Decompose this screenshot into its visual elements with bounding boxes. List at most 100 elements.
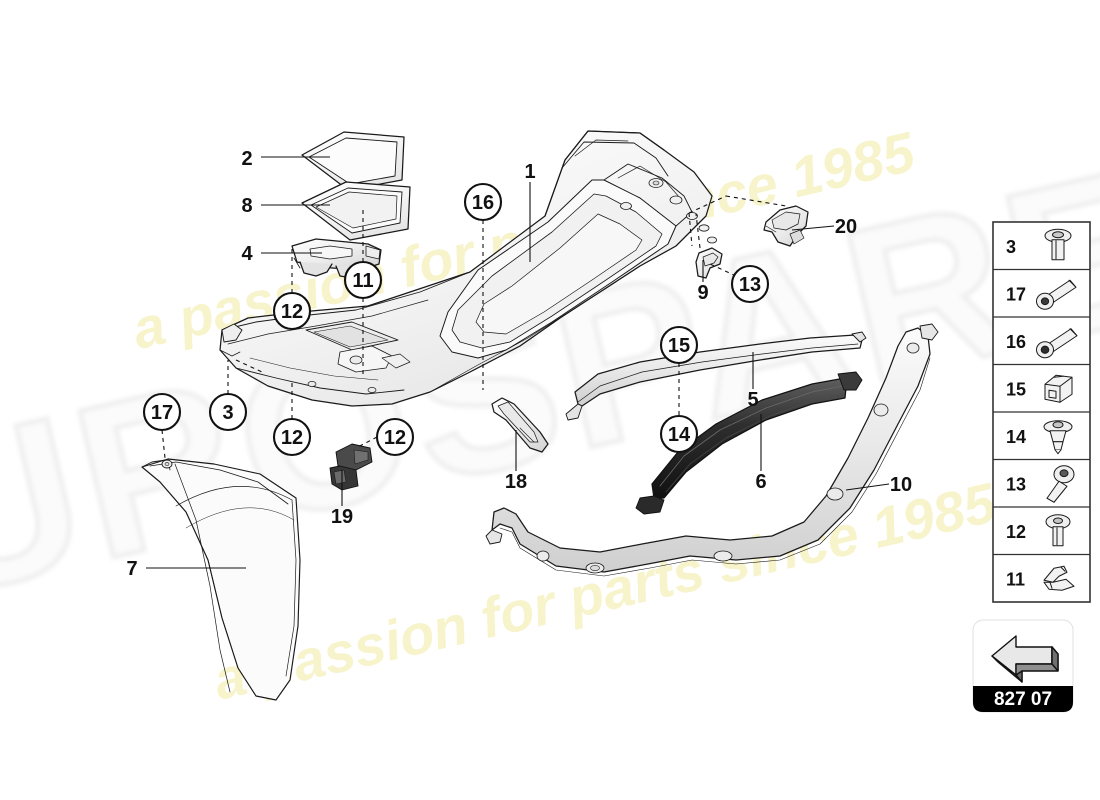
callout-circle — [272, 417, 312, 457]
legend-row-number: 14 — [1006, 427, 1026, 447]
part-8-seal-panel — [301, 181, 411, 241]
leader-12c — [355, 436, 378, 449]
leader-dash-c — [688, 212, 693, 247]
callout-number: 18 — [505, 471, 527, 493]
callout-4[interactable]: 4 — [241, 243, 253, 265]
callout-11[interactable]: 11 — [343, 260, 383, 300]
callout-circle — [272, 291, 312, 331]
legend-row-number: 17 — [1006, 284, 1026, 304]
callout-number: 5 — [747, 389, 758, 411]
callout-3[interactable]: 3 — [208, 392, 248, 432]
callout-number: 8 — [241, 195, 252, 217]
part-5-upper-rail — [565, 331, 867, 421]
callout-6[interactable]: 6 — [755, 471, 766, 493]
leader-dash-a — [688, 195, 727, 214]
callout-circle — [463, 182, 503, 222]
flat-head-bolt-icon — [1044, 228, 1072, 261]
callout-number: 2 — [241, 148, 252, 170]
legend-row[interactable]: 12 — [993, 506, 1090, 547]
callout-number: 1 — [524, 161, 535, 183]
button-head-bolt-icon — [1045, 514, 1071, 547]
legend-row-number: 16 — [1006, 332, 1026, 352]
legend-row[interactable]: 13 — [993, 458, 1090, 503]
angled-screw-icon — [1046, 465, 1075, 503]
callout-number: 10 — [890, 474, 912, 496]
badge-code-bar — [973, 686, 1073, 712]
legend-row-number: 11 — [1006, 569, 1025, 589]
part-1-roof-frame — [219, 130, 718, 407]
callout-12[interactable]: 12 — [272, 417, 312, 457]
callout-number: 9 — [697, 282, 708, 304]
callout-circle — [375, 417, 415, 457]
part-2-glass-panel — [301, 131, 405, 191]
callout-circle — [659, 325, 699, 365]
legend-row[interactable]: 3 — [1006, 228, 1072, 261]
callout-7[interactable]: 7 — [126, 558, 137, 580]
callout-15[interactable]: 15 — [659, 325, 699, 365]
callout-12[interactable]: 12 — [375, 417, 415, 457]
legend-row[interactable]: 16 — [993, 316, 1090, 359]
legend-row[interactable]: 14 — [993, 411, 1090, 455]
callout-19[interactable]: 19 — [331, 506, 353, 528]
callout-14[interactable]: 14 — [659, 414, 699, 454]
legend-row-number: 15 — [1006, 379, 1026, 399]
callout-13[interactable]: 13 — [730, 264, 770, 304]
callout-number: 13 — [739, 274, 761, 296]
callout-18[interactable]: 18 — [505, 471, 527, 493]
legend-row-number: 3 — [1006, 237, 1016, 257]
callout-number: 4 — [241, 243, 253, 265]
leader-dash-e — [695, 213, 701, 249]
legend-row-number: 12 — [1006, 522, 1026, 542]
callout-17[interactable]: 17 — [142, 392, 182, 432]
callout-16[interactable]: 16 — [463, 182, 503, 222]
callout-circle — [208, 392, 248, 432]
arrow-3d-left-icon — [991, 635, 1059, 683]
callout-20[interactable]: 20 — [835, 216, 857, 238]
callout-circle — [730, 264, 770, 304]
callout-number: 6 — [755, 471, 766, 493]
callout-number: 11 — [352, 270, 373, 292]
callout-5[interactable]: 5 — [747, 389, 758, 411]
callout-1[interactable]: 1 — [524, 161, 535, 183]
part-7-sunshade — [141, 458, 301, 701]
callout-number: 19 — [331, 506, 353, 528]
callout-number: 12 — [281, 427, 303, 449]
callout-10[interactable]: 10 — [890, 474, 912, 496]
legend-row[interactable]: 11 — [993, 553, 1090, 591]
callout-circle — [343, 260, 383, 300]
callout-9[interactable]: 9 — [697, 282, 708, 304]
callout-2[interactable]: 2 — [241, 148, 252, 170]
callout-12[interactable]: 12 — [272, 291, 312, 331]
callout-number: 12 — [384, 427, 406, 449]
spring-clip-icon — [1043, 565, 1075, 591]
callout-circle — [659, 414, 699, 454]
callout-number: 12 — [281, 301, 303, 323]
push-pin-rivet-icon — [1043, 420, 1073, 455]
leader-dash-b — [725, 195, 787, 207]
callout-8[interactable]: 8 — [241, 195, 252, 217]
long-torx-screw-icon — [1036, 279, 1077, 310]
retainer-clip-icon — [1044, 374, 1073, 403]
callout-circle — [142, 392, 182, 432]
legend-row-number: 13 — [1006, 474, 1026, 494]
leader-10 — [845, 483, 890, 491]
long-hex-screw-icon — [1036, 328, 1078, 359]
part-20-corner-bracket — [763, 205, 809, 247]
legend-row[interactable]: 17 — [993, 268, 1090, 310]
callout-number: 20 — [835, 216, 857, 238]
callout-number: 15 — [668, 335, 690, 357]
leader-20 — [791, 225, 835, 231]
callout-number: 17 — [151, 402, 173, 424]
badge-code-text: 827 07 — [994, 689, 1052, 710]
callout-number: 14 — [668, 424, 691, 446]
callout-number: 3 — [222, 402, 233, 424]
part-6-dark-rail — [635, 371, 863, 515]
part-19-connector — [329, 443, 373, 491]
callout-number: 16 — [472, 192, 494, 214]
legend-row[interactable]: 15 — [993, 363, 1090, 403]
